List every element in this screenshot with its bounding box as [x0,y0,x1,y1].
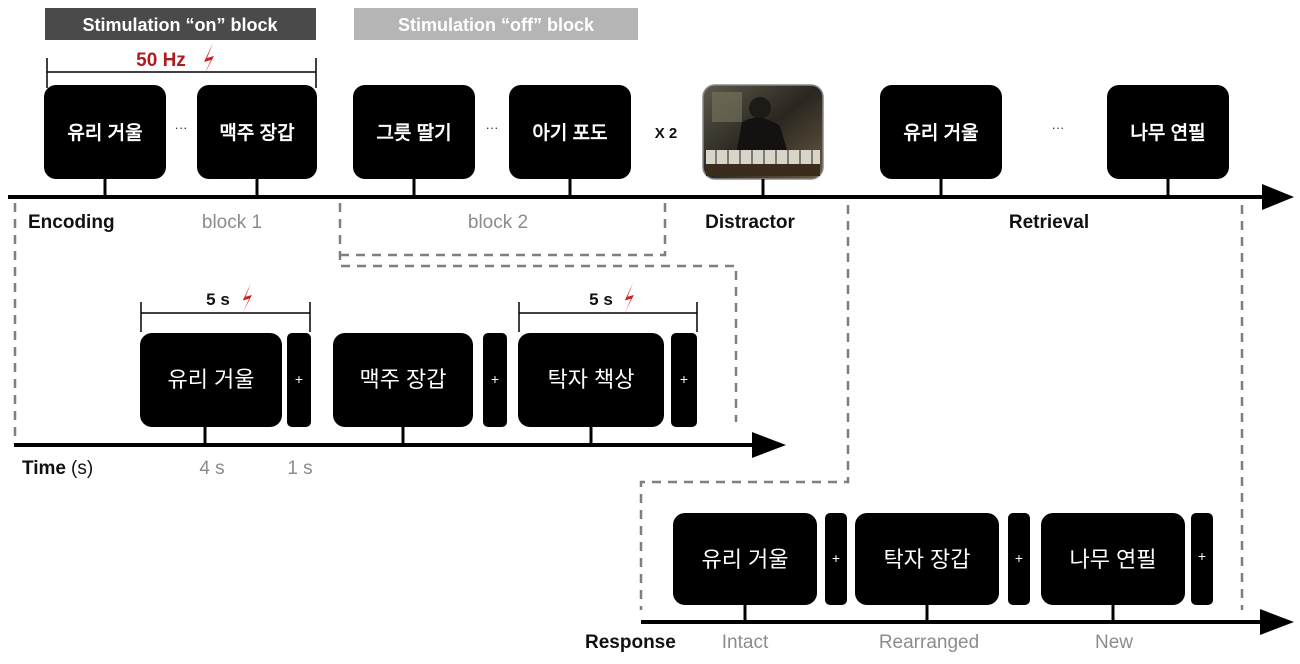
phase-label-encoding: Encoding [28,212,115,233]
encoding-card [509,85,631,179]
encoding-connectors [103,179,1170,197]
ellipsis: ··· [175,120,188,135]
encoding-card-text: 맥주 장갑 [219,122,295,144]
timing-card [518,333,664,427]
duration-label: 5 s [206,290,230,309]
fixation-cross: + [680,371,688,387]
time-axis-label-unit: (s) [71,458,93,479]
duration-bracket [140,302,698,332]
duration-label: 5 s [589,290,613,309]
encoding-card [353,85,475,179]
response-axis-label: Response [585,632,676,653]
time-axis-arrowhead [752,432,786,458]
stimulation-on-label: Stimulation “on” block [82,15,278,35]
response-axis-arrowhead [1260,609,1294,635]
lightning-bolt-icon [624,283,634,313]
retrieval-card [880,85,1002,179]
response-option-intact: Intact [722,632,769,653]
response-option-rearranged: Rearranged [879,632,979,653]
fixation-duration: 1 s [287,458,312,479]
response-card-text: 탁자 장갑 [883,547,970,572]
encoding-cards: 유리 거울 맥주 장갑 그릇 딸기 아기 포도 유리 거울 나무 연필 [44,85,1229,179]
time-axis-label: Time(s) [22,458,93,479]
response-card [673,513,817,605]
lightning-bolt-icon [204,43,214,75]
phase-label-retrieval: Retrieval [1009,212,1089,233]
distractor-image [702,84,824,180]
phase-label-distractor: Distractor [705,212,795,233]
repeat-label: X 2 [655,125,678,142]
retrieval-card-text: 유리 거울 [903,122,978,144]
timing-cards: 유리 거울 + 맥주 장갑 + 탁자 책상 + [140,333,697,427]
fixation-card [287,333,311,427]
fixation-card [825,513,847,605]
fixation-cross: + [491,371,499,387]
phase-label-block2: block 2 [468,212,528,233]
encoding-card [44,85,166,179]
stimulation-off-bar [354,8,638,40]
frequency-bracket [46,58,317,88]
response-card-text: 유리 거울 [701,547,788,572]
zoom-guides [13,203,1244,610]
response-card [855,513,999,605]
fixation-card [483,333,507,427]
timing-card-text: 유리 거울 [167,367,254,392]
fixation-cross: + [1015,550,1023,566]
fixation-card [1191,513,1213,605]
ellipsis: ··· [1052,120,1065,135]
retrieval-card [1107,85,1229,179]
word-duration: 4 s [199,458,224,479]
response-card [1041,513,1185,605]
fixation-cross: + [1198,548,1206,564]
response-card-text: 나무 연필 [1069,547,1156,572]
phase-label-block1: block 1 [202,212,262,233]
encoding-card [197,85,317,179]
retrieval-card-text: 나무 연필 [1130,122,1205,144]
timing-card-text: 맥주 장갑 [359,367,446,392]
encoding-card-text: 유리 거울 [67,122,142,144]
stimulation-on-bar [45,8,316,40]
timing-card-text: 탁자 책상 [547,367,634,392]
fixation-card [1008,513,1030,605]
ellipsis: ··· [486,120,499,135]
timing-card [140,333,282,427]
fixation-card [671,333,697,427]
timing-card [333,333,473,427]
fixation-cross: + [832,550,840,566]
encoding-card-text: 아기 포도 [532,122,607,144]
stimulation-off-label: Stimulation “off” block [398,15,595,35]
response-cards: 유리 거울 + 탁자 장갑 + 나무 연필 + [673,513,1213,605]
fixation-cross: + [295,371,303,387]
timing-connectors [203,427,593,445]
lightning-bolt-icon [242,283,252,313]
frequency-label: 50 Hz [136,50,186,71]
encoding-card-text: 그릇 딸기 [376,122,451,144]
time-axis-label-bold: Time [22,458,66,479]
response-connectors [743,605,1115,622]
response-option-new: New [1095,632,1133,653]
main-timeline-arrowhead [1262,184,1294,210]
